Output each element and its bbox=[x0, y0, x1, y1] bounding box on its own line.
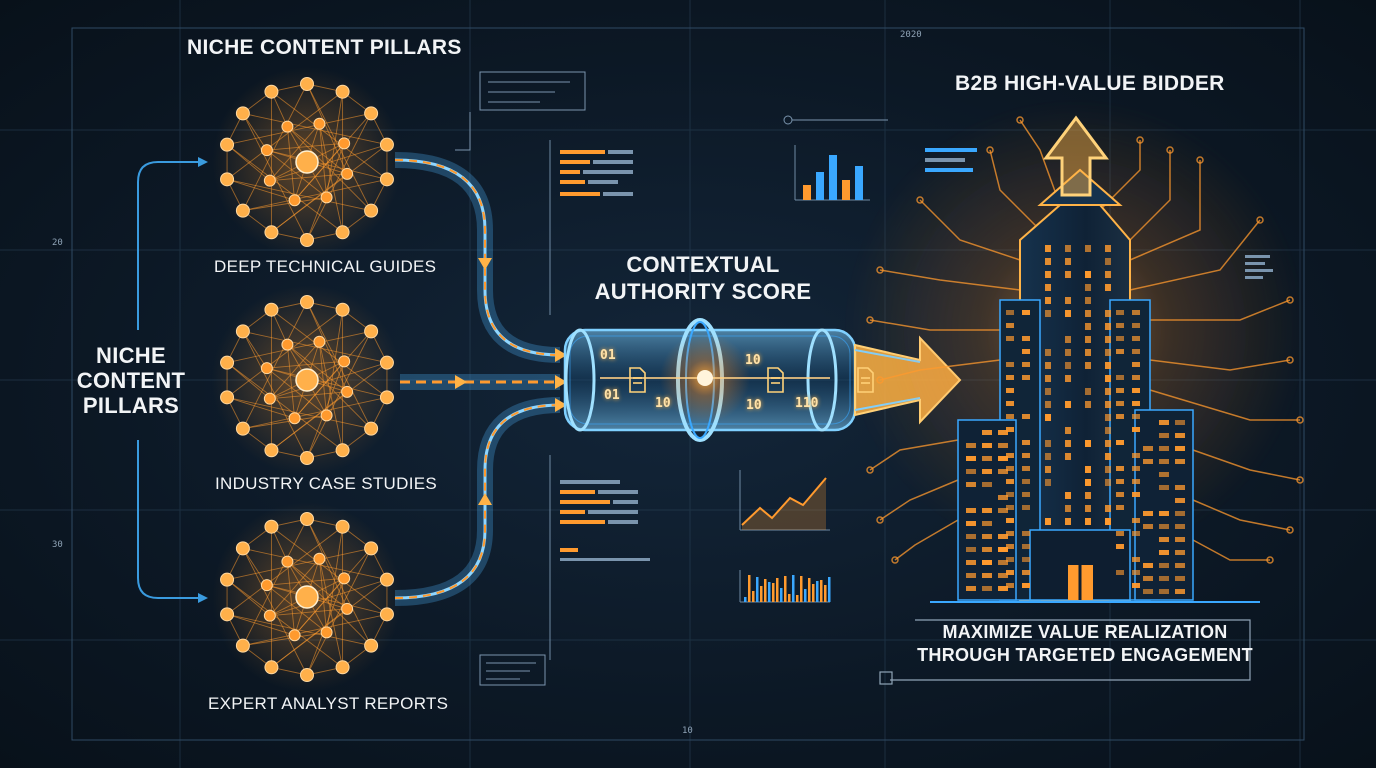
side-title: NICHE CONTENT PILLARS bbox=[56, 343, 206, 418]
network-node-icon bbox=[212, 285, 402, 475]
network-node-icon bbox=[212, 67, 402, 257]
grid-mark-bottom: 10 bbox=[682, 726, 693, 736]
data-panel-mid bbox=[550, 455, 650, 660]
top-left-title: NICHE CONTENT PILLARS bbox=[187, 36, 462, 60]
center-title: CONTEXTUAL AUTHORITY SCORE bbox=[593, 251, 813, 305]
pillar-networks bbox=[212, 67, 402, 692]
pillar-label-analyst-reports: EXPERT ANALYST REPORTS bbox=[208, 694, 448, 714]
sparkline-panel bbox=[740, 470, 830, 530]
pipe-bits: 10 bbox=[746, 398, 762, 413]
pipe-bits: 110 bbox=[795, 396, 818, 411]
feed-pipes bbox=[395, 160, 560, 598]
pillar-label-technical-guides: DEEP TECHNICAL GUIDES bbox=[214, 257, 436, 277]
bar-chart-panel-top bbox=[795, 145, 870, 200]
pipe-bits: 10 bbox=[655, 396, 671, 411]
grid-mark-top: 2020 bbox=[900, 30, 922, 40]
pipe-bits: 01 bbox=[600, 348, 616, 363]
pillar-label-case-studies: INDUSTRY CASE STUDIES bbox=[215, 474, 437, 494]
value-caption: MAXIMIZE VALUE REALIZATION THROUGH TARGE… bbox=[915, 621, 1255, 667]
top-right-title: B2B HIGH-VALUE BIDDER bbox=[955, 72, 1225, 96]
pipe-bits: 01 bbox=[604, 388, 620, 403]
grid-mark-left-lower: 30 bbox=[52, 540, 63, 550]
grid-mark-left-upper: 20 bbox=[52, 238, 63, 248]
network-node-icon bbox=[212, 502, 402, 692]
pipe-bits: 10 bbox=[745, 353, 761, 368]
bar-chart-panel-bottom bbox=[740, 570, 831, 602]
